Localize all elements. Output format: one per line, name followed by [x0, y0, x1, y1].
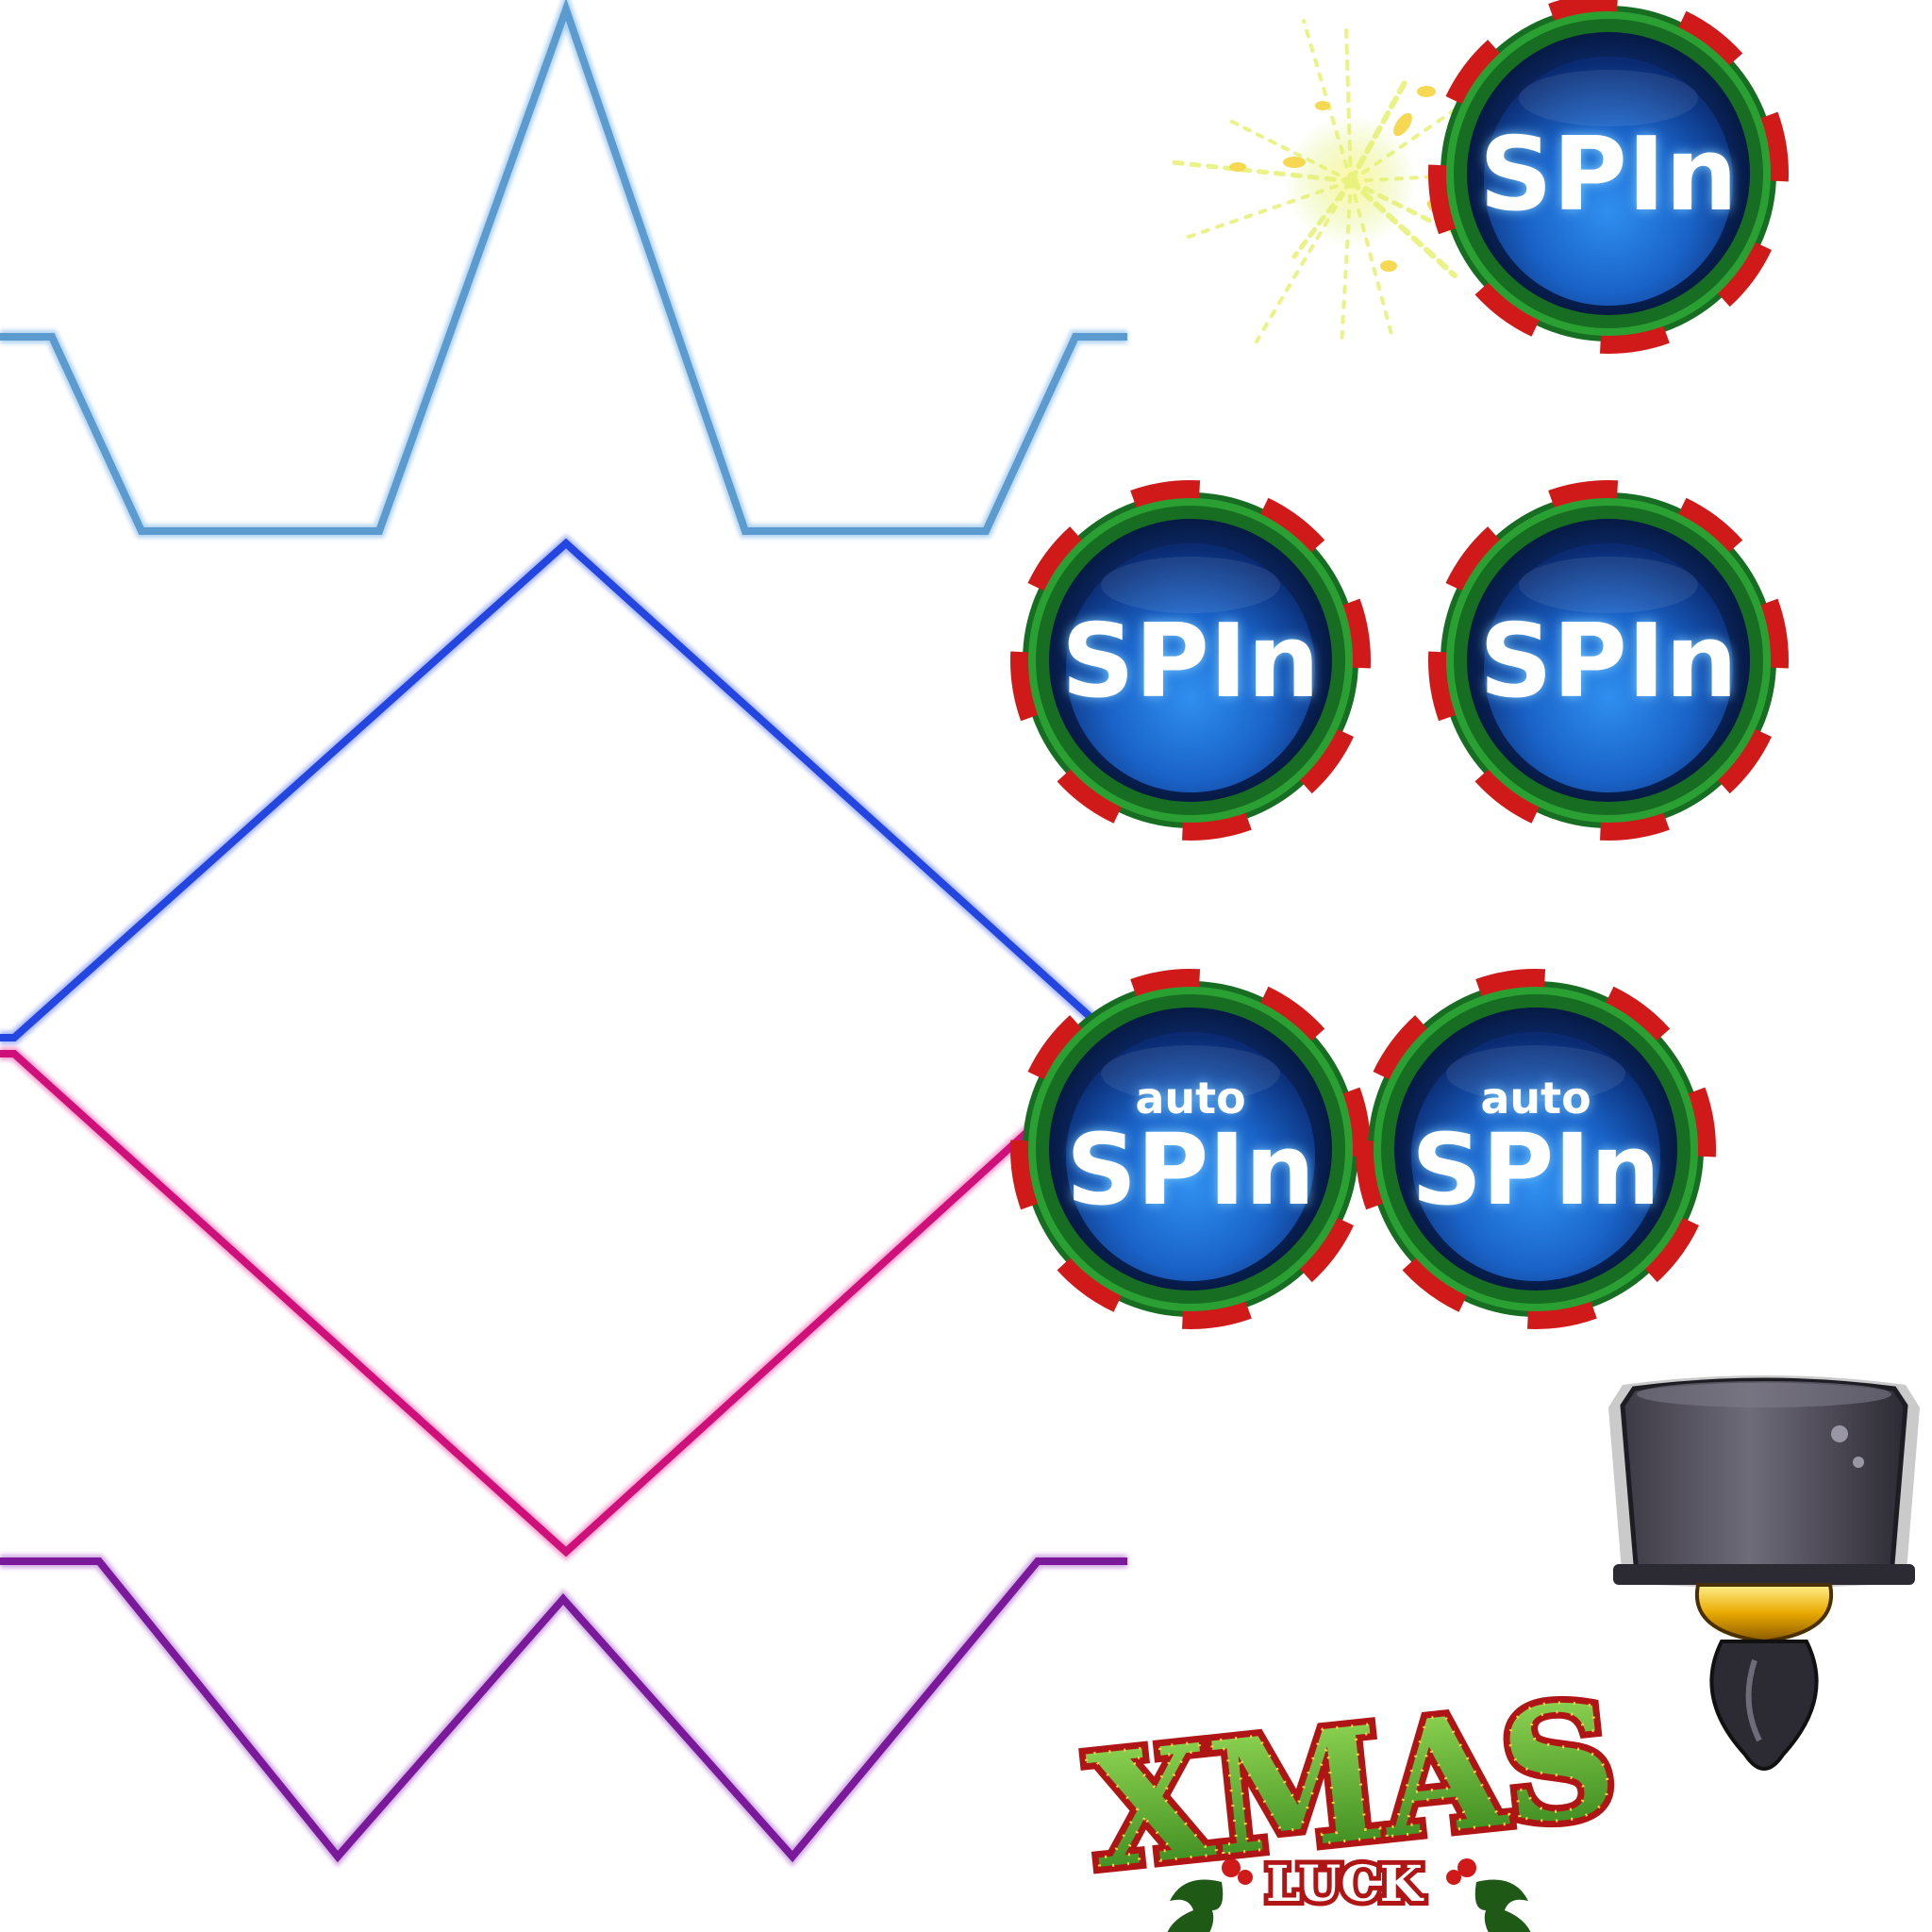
auto-spin-label: SPIn [1411, 1112, 1660, 1227]
auto-label: auto [1135, 1073, 1245, 1124]
auto-label: auto [1480, 1073, 1591, 1124]
spin-button-hover[interactable]: SPIn [975, 445, 1406, 875]
auto-spin-button-active[interactable]: auto SPIn [1321, 934, 1751, 1364]
auto-spin-button[interactable]: auto SPIn [975, 934, 1406, 1364]
spin-button-pressed[interactable]: SPIn [1393, 445, 1824, 875]
holly-icon [1167, 1858, 1531, 1932]
spin-button[interactable]: SPIn [1393, 0, 1824, 389]
payline-peak [0, 0, 1127, 538]
payline-w [0, 1555, 1127, 1867]
payline-diamond-top [0, 534, 1127, 1044]
reel-pointer-icon [1608, 1375, 1920, 1771]
spin-button-label: SPIn [1061, 603, 1320, 721]
spin-button-label: SPIn [1479, 603, 1738, 721]
auto-spin-label: SPIn [1066, 1112, 1315, 1227]
game-logo: XMAS XMAS LUCK [1074, 1660, 1630, 1932]
spin-button-label: SPIn [1479, 116, 1738, 234]
payline-diamond-bottom [0, 1047, 1127, 1561]
logo-subtitle: LUCK [1266, 1856, 1424, 1913]
